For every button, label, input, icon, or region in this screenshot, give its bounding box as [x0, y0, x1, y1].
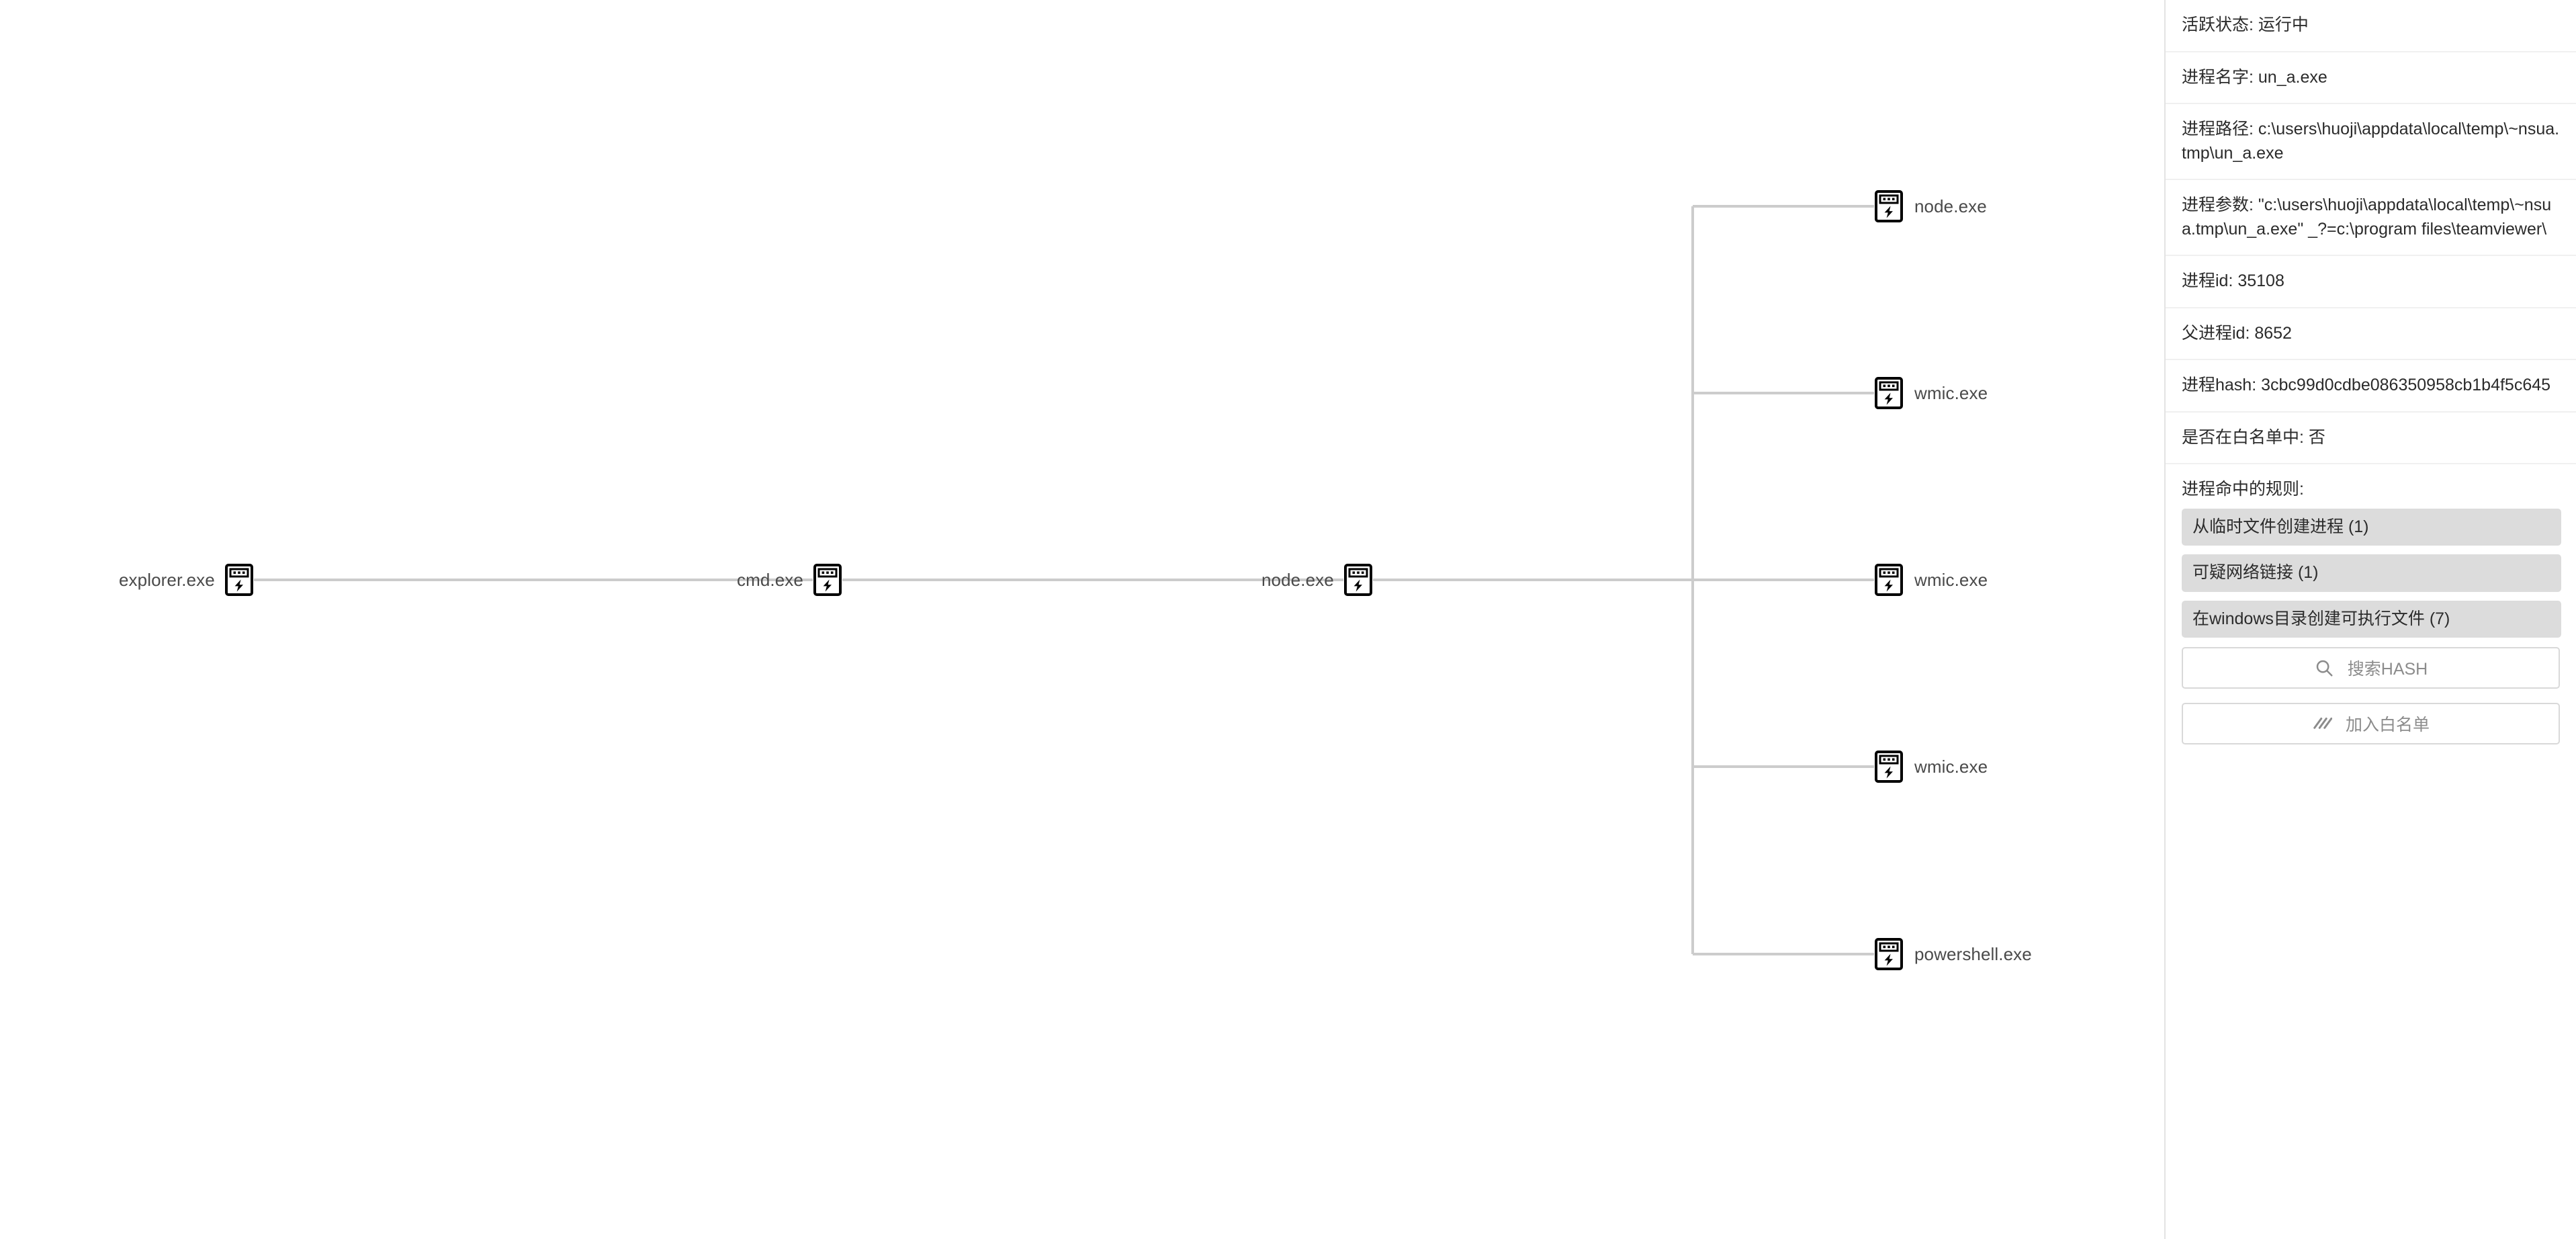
detail-row-active-status: 活跃状态: 运行中 — [2166, 0, 2576, 52]
process-node-explorer[interactable]: explorer.exe — [119, 561, 254, 599]
process-window-bolt-icon — [1874, 751, 1904, 783]
search-hash-label: 搜索HASH — [2347, 660, 2428, 679]
process-node-wmic-2[interactable]: wmic.exe — [1874, 561, 1988, 599]
process-node-powershell[interactable]: powershell.exe — [1874, 935, 2032, 973]
process-node-label: wmic.exe — [1914, 569, 1988, 590]
detail-row-process-path: 进程路径: c:\users\huoji\appdata\local\temp\… — [2166, 104, 2576, 180]
process-window-bolt-icon — [1874, 564, 1904, 596]
search-hash-button[interactable]: 搜索HASH — [2182, 647, 2560, 689]
process-window-bolt-icon — [1874, 377, 1904, 409]
process-node-label: wmic.exe — [1914, 756, 1988, 777]
process-tree-edges — [254, 205, 1874, 955]
matched-rules-section: 进程命中的规则: 从临时文件创建进程 (1) 可疑网络链接 (1) 在windows… — [2166, 464, 2576, 647]
matched-rules-tag-list: 从临时文件创建进程 (1) 可疑网络链接 (1) 在windows目录创建可执行文件… — [2182, 508, 2561, 638]
process-node-label: wmic.exe — [1914, 382, 1988, 403]
rule-tag[interactable]: 从临时文件创建进程 (1) — [2182, 508, 2561, 546]
detail-row-process-args: 进程参数: "c:\users\huoji\appdata\local\temp… — [2166, 180, 2576, 256]
process-node-label: cmd.exe — [737, 569, 803, 590]
process-tree-canvas: explorer.exe cmd.exe node.exe node.exe wmic.… — [119, 187, 2032, 973]
process-window-bolt-icon — [224, 564, 254, 596]
process-window-bolt-icon — [813, 564, 842, 596]
add-whitelist-label: 加入白名单 — [2345, 716, 2430, 734]
detail-row-process-hash: 进程hash: 3cbc99d0cdbe086350958cb1b4f5c645 — [2166, 360, 2576, 413]
panel-actions: 搜索HASH 加入白名单 — [2166, 647, 2576, 744]
diagonal-stripes-icon — [2312, 714, 2333, 734]
rule-tag[interactable]: 在windows目录创建可执行文件 (7) — [2182, 600, 2561, 638]
process-node-label: node.exe — [1261, 569, 1334, 590]
process-node-cmd[interactable]: cmd.exe — [737, 561, 842, 599]
process-node-label: powershell.exe — [1914, 943, 2032, 964]
detail-row-parent-process-id: 父进程id: 8652 — [2166, 308, 2576, 360]
search-icon — [2314, 658, 2334, 678]
matched-rules-heading: 进程命中的规则: — [2182, 480, 2304, 499]
process-node-label: explorer.exe — [119, 569, 215, 590]
detail-row-process-name: 进程名字: un_a.exe — [2166, 52, 2576, 104]
add-whitelist-button[interactable]: 加入白名单 — [2182, 703, 2560, 744]
process-window-bolt-icon — [1343, 564, 1373, 596]
detail-row-process-id: 进程id: 35108 — [2166, 256, 2576, 308]
process-node-wmic-3[interactable]: wmic.exe — [1874, 748, 1988, 785]
process-window-bolt-icon — [1874, 938, 1904, 970]
rule-tag[interactable]: 可疑网络链接 (1) — [2182, 554, 2561, 592]
process-node-wmic-1[interactable]: wmic.exe — [1874, 374, 1988, 412]
process-node-node-mid[interactable]: node.exe — [1261, 561, 1373, 599]
process-node-node-leaf[interactable]: node.exe — [1874, 187, 1987, 225]
process-window-bolt-icon — [1874, 190, 1904, 222]
detail-row-whitelist-state: 是否在白名单中: 否 — [2166, 413, 2576, 464]
process-node-label: node.exe — [1914, 196, 1987, 216]
